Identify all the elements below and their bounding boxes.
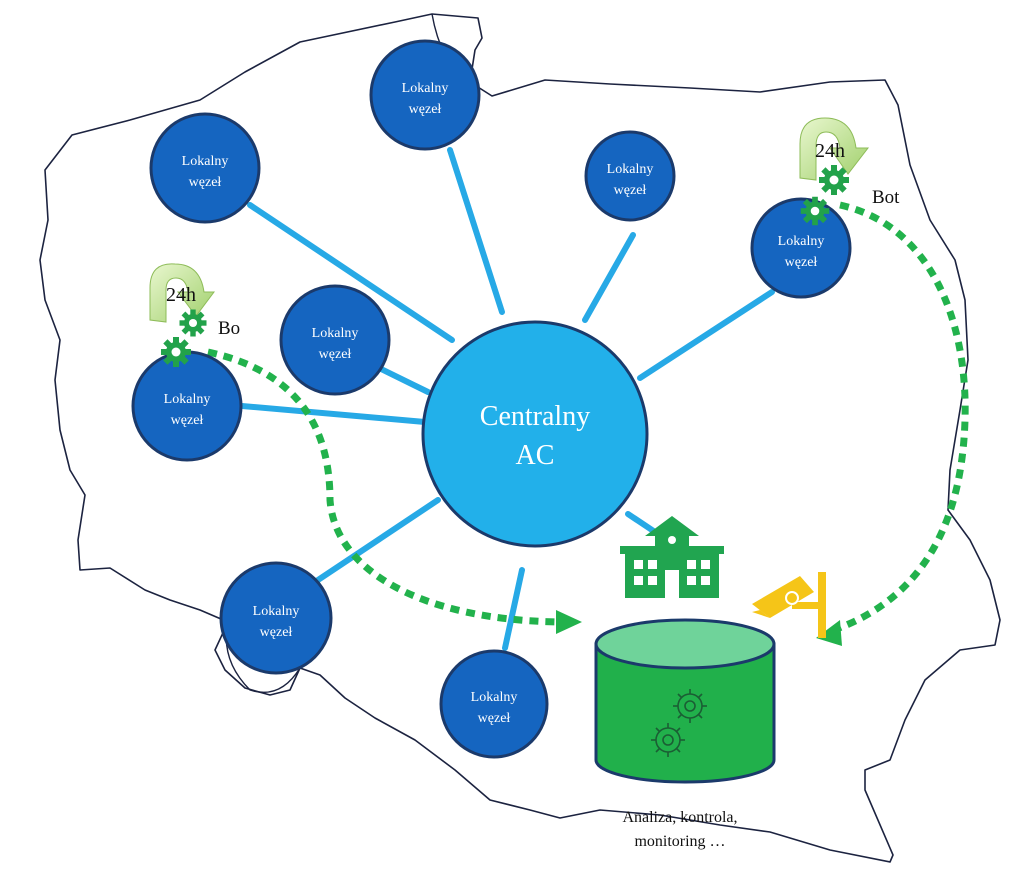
local-node[interactable]: Lokalny węzeł	[369, 39, 481, 151]
local-node-label-line1: Lokalny	[182, 154, 229, 169]
local-node[interactable]: Lokalny węzeł	[279, 284, 391, 396]
local-node[interactable]: Lokalny węzeł	[131, 350, 243, 462]
local-node-circle[interactable]	[439, 649, 549, 759]
local-node-label-line2: węzeł	[260, 625, 293, 640]
bot-path-right-arrowhead	[816, 620, 842, 646]
local-node-label-line1: Lokalny	[402, 81, 449, 96]
bot-label: Bo	[218, 318, 240, 339]
local-node[interactable]: Lokalny węzeł	[439, 649, 549, 759]
local-node-label-line2: węzeł	[319, 347, 352, 362]
link-line	[239, 403, 428, 425]
local-node-label-line1: Lokalny	[164, 392, 211, 407]
gear-icon	[800, 196, 830, 226]
local-node-label-line2: węzeł	[409, 102, 442, 117]
local-node-label-line1: Lokalny	[607, 162, 654, 177]
school-building-icon	[620, 516, 724, 598]
local-node-circle[interactable]	[584, 130, 676, 222]
database-icon	[594, 618, 776, 784]
local-node-label-line2: węzeł	[614, 183, 647, 198]
local-node-circle[interactable]	[750, 197, 852, 299]
bot-right: 24h Bot	[799, 117, 900, 226]
local-node[interactable]: Lokalny węzeł	[149, 112, 261, 224]
country-map-outline	[39, 13, 1001, 863]
bot-path-right	[826, 201, 969, 636]
link-line	[625, 511, 658, 535]
gear-icon	[161, 337, 191, 367]
bot-left: 24h Bo	[149, 263, 240, 367]
link-line	[502, 567, 525, 651]
bot-label: Bot	[872, 187, 900, 208]
link-line	[637, 289, 775, 381]
gear-icon	[819, 165, 849, 195]
local-node[interactable]: Lokalny węzeł	[750, 197, 852, 299]
local-node-circle[interactable]	[149, 112, 261, 224]
local-node-circle[interactable]	[219, 561, 333, 675]
link-line	[372, 363, 431, 395]
central-node-label-line1: Centralny	[480, 401, 590, 432]
local-node-label-line2: węzeł	[785, 255, 818, 270]
local-node-label-line2: węzeł	[171, 413, 204, 428]
link-line	[247, 202, 455, 343]
local-node-label-line1: Lokalny	[253, 604, 300, 619]
local-node-label-line1: Lokalny	[471, 690, 518, 705]
clock-arrow-icon	[799, 117, 870, 181]
local-node-label-line2: węzeł	[189, 175, 222, 190]
bot-path-left	[207, 348, 561, 626]
link-line	[582, 232, 636, 323]
local-node-circle[interactable]	[279, 284, 391, 396]
local-node-label-line2: węzeł	[478, 711, 511, 726]
local-node-label-line1: Lokalny	[312, 326, 359, 341]
central-node-label-line2: AC	[516, 440, 555, 471]
database-caption-line2: monitoring …	[634, 833, 725, 850]
central-node[interactable]	[421, 320, 649, 548]
gear-icon	[179, 309, 207, 337]
local-node-circle[interactable]	[369, 39, 481, 151]
link-line	[447, 147, 505, 315]
bot-timer-label: 24h	[166, 284, 196, 306]
database-caption-line1: Analiza, kontrola,	[622, 809, 737, 826]
bot-path-left-arrowhead	[556, 610, 582, 634]
local-node-label-line1: Lokalny	[778, 234, 825, 249]
link-line	[315, 497, 441, 583]
clock-arrow-icon	[149, 263, 215, 323]
local-node[interactable]: Lokalny węzeł	[584, 130, 676, 222]
bot-timer-label: 24h	[815, 140, 845, 162]
local-node[interactable]: Lokalny węzeł	[219, 561, 333, 675]
security-camera-icon	[752, 572, 826, 638]
